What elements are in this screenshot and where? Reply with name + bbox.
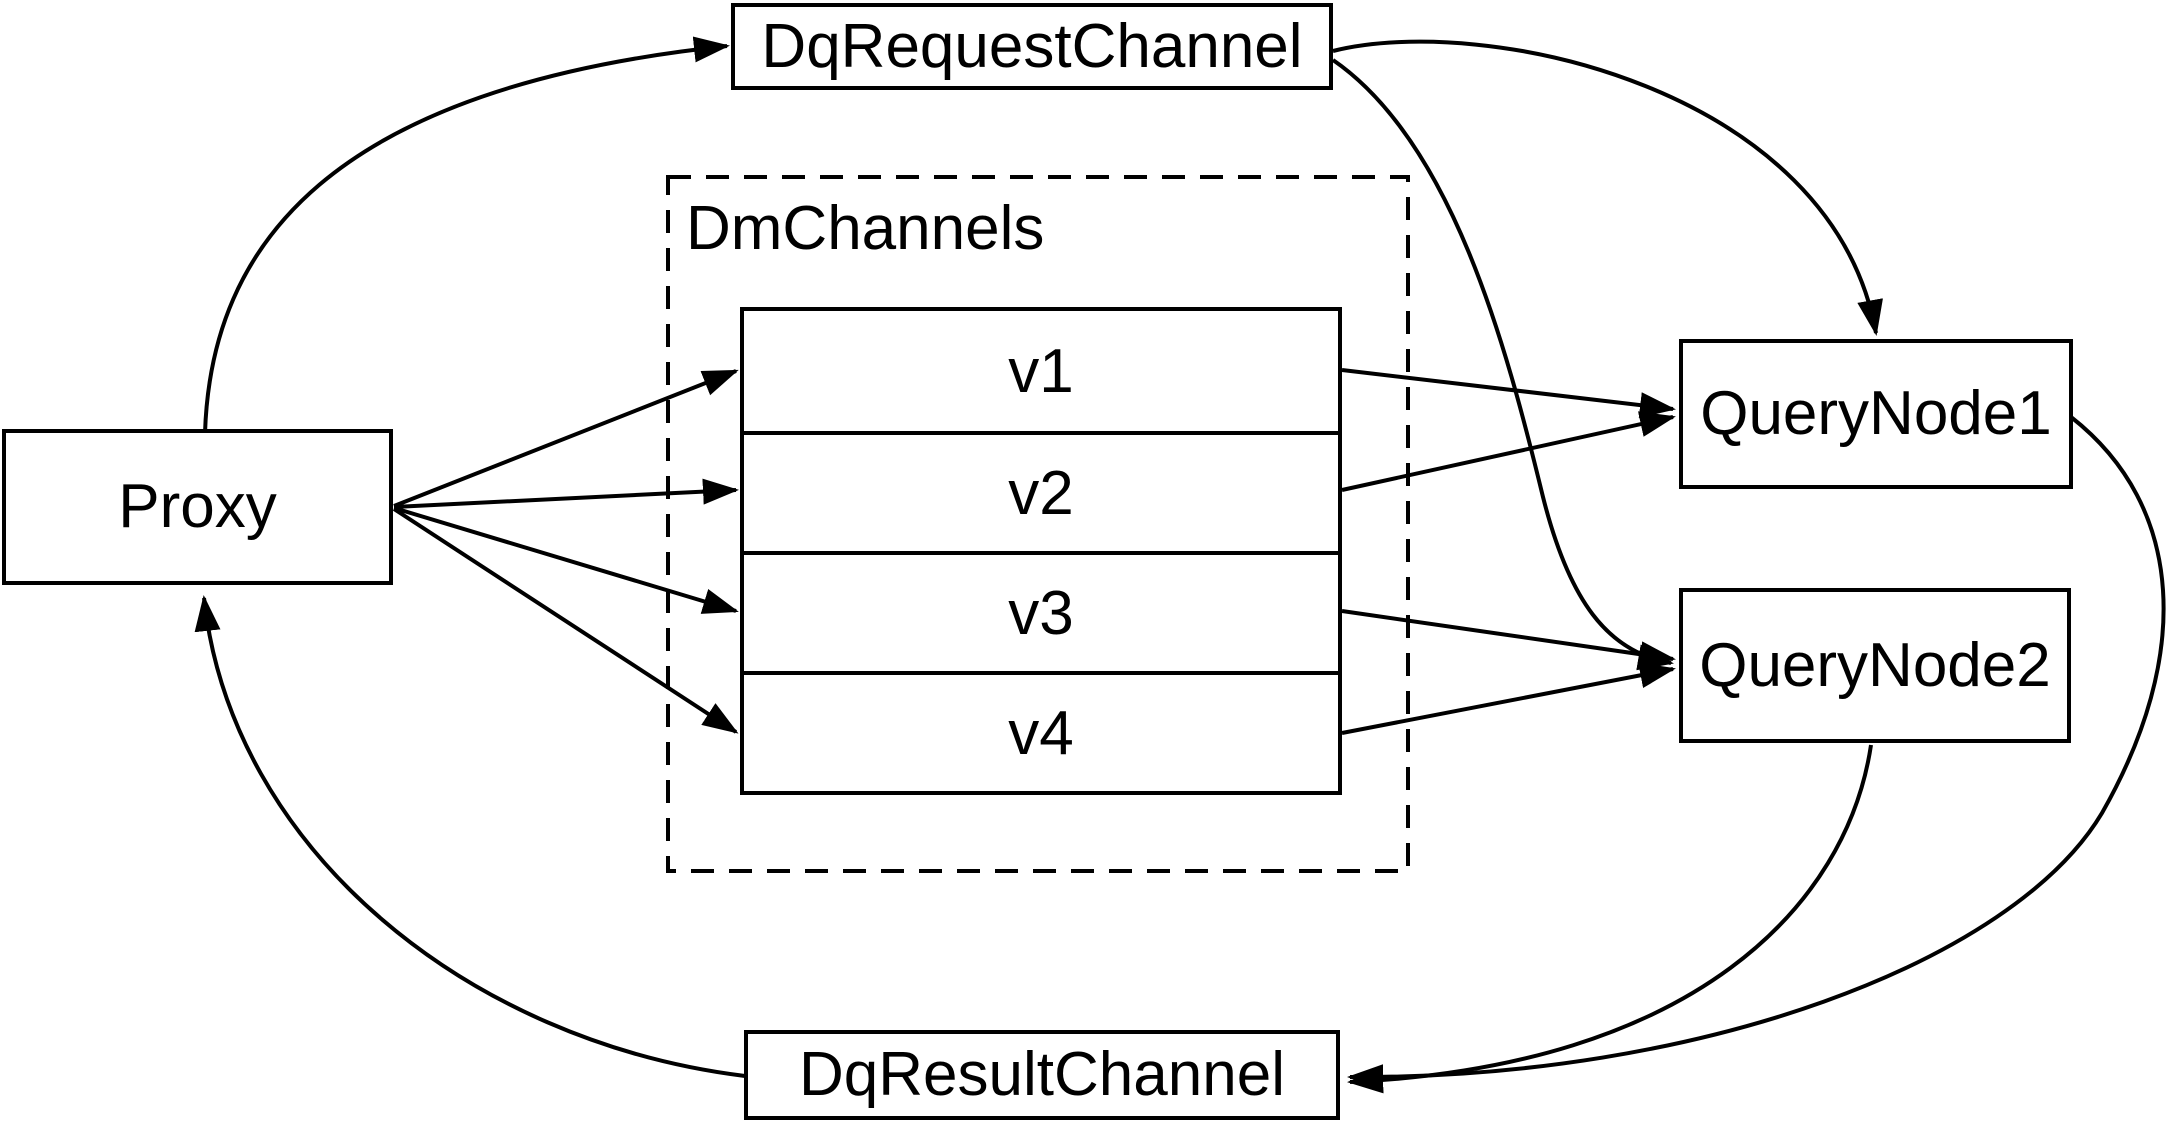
node-dq-result-channel-label: DqResultChannel (799, 1040, 1285, 1109)
edge-proxy-to-v1 (393, 369, 739, 508)
node-query-node-2-label: QueryNode2 (1699, 630, 2051, 700)
channel-row-v3: v3 (744, 551, 1338, 671)
edge-querynode1-to-dqresultchannel (1347, 415, 2166, 1091)
node-dq-result-channel: DqResultChannel (744, 1030, 1340, 1120)
dm-channels-group-label: DmChannels (686, 194, 1045, 263)
node-proxy: Proxy (2, 429, 393, 585)
channel-row-v4: v4 (744, 671, 1338, 791)
edge-v2-to-querynode1 (1341, 411, 1676, 492)
edge-v1-to-querynode1 (1341, 368, 1676, 419)
node-query-node-1-label: QueryNode1 (1700, 379, 2052, 448)
edge-dqrequestchannel-to-querynode2 (1331, 58, 1674, 671)
node-dq-request-channel: DqRequestChannel (731, 3, 1333, 90)
node-proxy-label: Proxy (118, 472, 277, 541)
edge-dqrequestchannel-to-querynode1 (1332, 39, 1883, 336)
edge-proxy-to-v2 (393, 478, 739, 509)
edge-dqresultchannel-to-proxy (194, 595, 746, 1078)
node-query-node-1: QueryNode1 (1679, 339, 2073, 489)
dm-channels-group-border (666, 175, 1410, 873)
channel-row-v2: v2 (744, 431, 1338, 551)
edge-v4-to-querynode2 (1341, 662, 1676, 735)
node-query-node-2: QueryNode2 (1679, 588, 2071, 743)
channel-row-v1: v1 (1008, 336, 1074, 406)
edge-proxy-to-dqrequestchannel (203, 36, 730, 434)
edge-querynode2-to-dqresultchannel (1347, 744, 1873, 1094)
node-dq-request-channel-label: DqRequestChannel (761, 11, 1303, 81)
edge-proxy-to-v3 (393, 506, 739, 614)
edge-proxy-to-v4 (392, 507, 739, 734)
node-dm-channels-stack: v1 v2 v3 v4 (740, 307, 1342, 795)
edge-v3-to-querynode2 (1341, 609, 1676, 668)
